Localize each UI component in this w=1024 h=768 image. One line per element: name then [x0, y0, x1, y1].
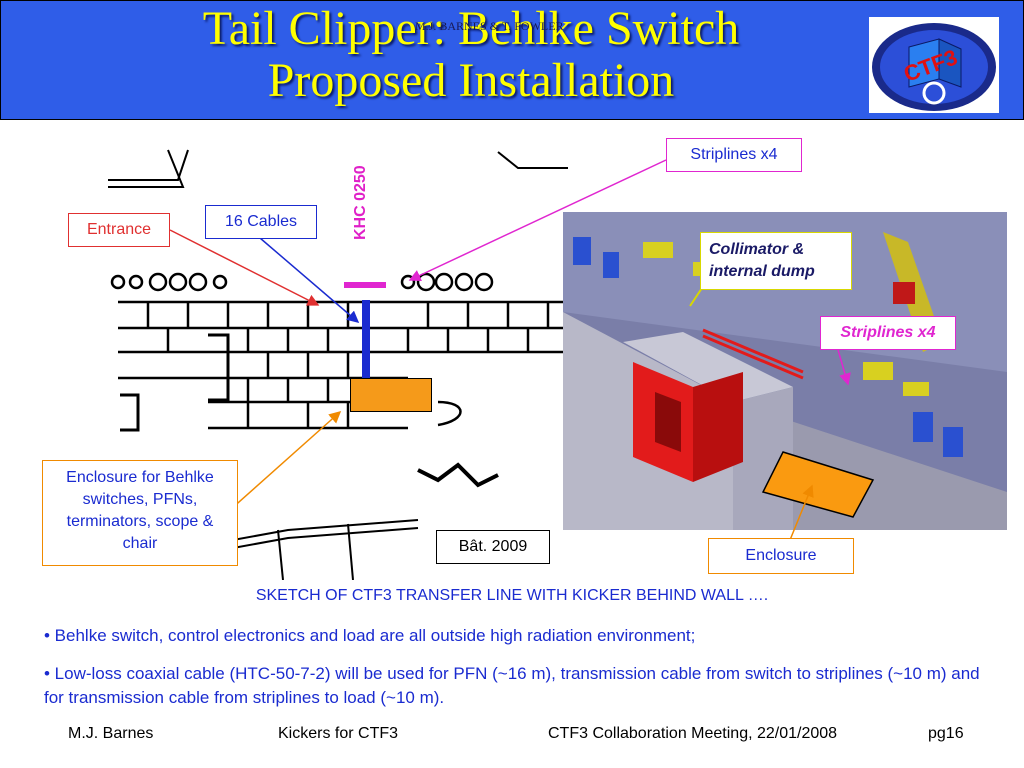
author-overlay: M.J. BARNES & T. FOWLER	[415, 19, 564, 33]
title-line-1: Tail Clipper: Behlke Switch	[202, 2, 740, 55]
collimator-label: Collimator & internal dump	[700, 232, 852, 290]
bullet-2: • Low-loss coaxial cable (HTC-50-7-2) wi…	[44, 664, 980, 707]
bullet-1: • Behlke switch, control electronics and…	[44, 626, 696, 645]
footer-topic: Kickers for CTF3	[278, 725, 399, 742]
enclosure-box-sketch	[350, 378, 432, 412]
entrance-label: Entrance	[68, 213, 170, 247]
striplines-inner-label: Striplines x4	[820, 316, 956, 350]
building-label: Bât. 2009	[436, 530, 550, 564]
footer-author: M.J. Barnes	[68, 725, 154, 742]
slide-title: Tail Clipper: Behlke Switch Proposed Ins…	[41, 3, 901, 107]
enclosure-behlke-label: Enclosure for Behlke switches, PFNs, ter…	[42, 460, 238, 566]
kicker-marker	[344, 282, 386, 288]
footer-meeting: CTF3 Collaboration Meeting, 22/01/2008	[548, 725, 838, 742]
cables-label: 16 Cables	[205, 205, 317, 239]
cable-run	[362, 300, 370, 378]
footer-page: pg16	[928, 725, 964, 742]
slide-header: Tail Clipper: Behlke Switch Proposed Ins…	[0, 0, 1024, 120]
striplines-top-label: Striplines x4	[666, 138, 802, 172]
ctf3-logo: CTF3	[869, 17, 999, 113]
enclosure-label: Enclosure	[708, 538, 854, 574]
sketch-caption: SKETCH OF CTF3 TRANSFER LINE WITH KICKER…	[255, 587, 769, 604]
title-line-2: Proposed Installation	[267, 54, 675, 107]
